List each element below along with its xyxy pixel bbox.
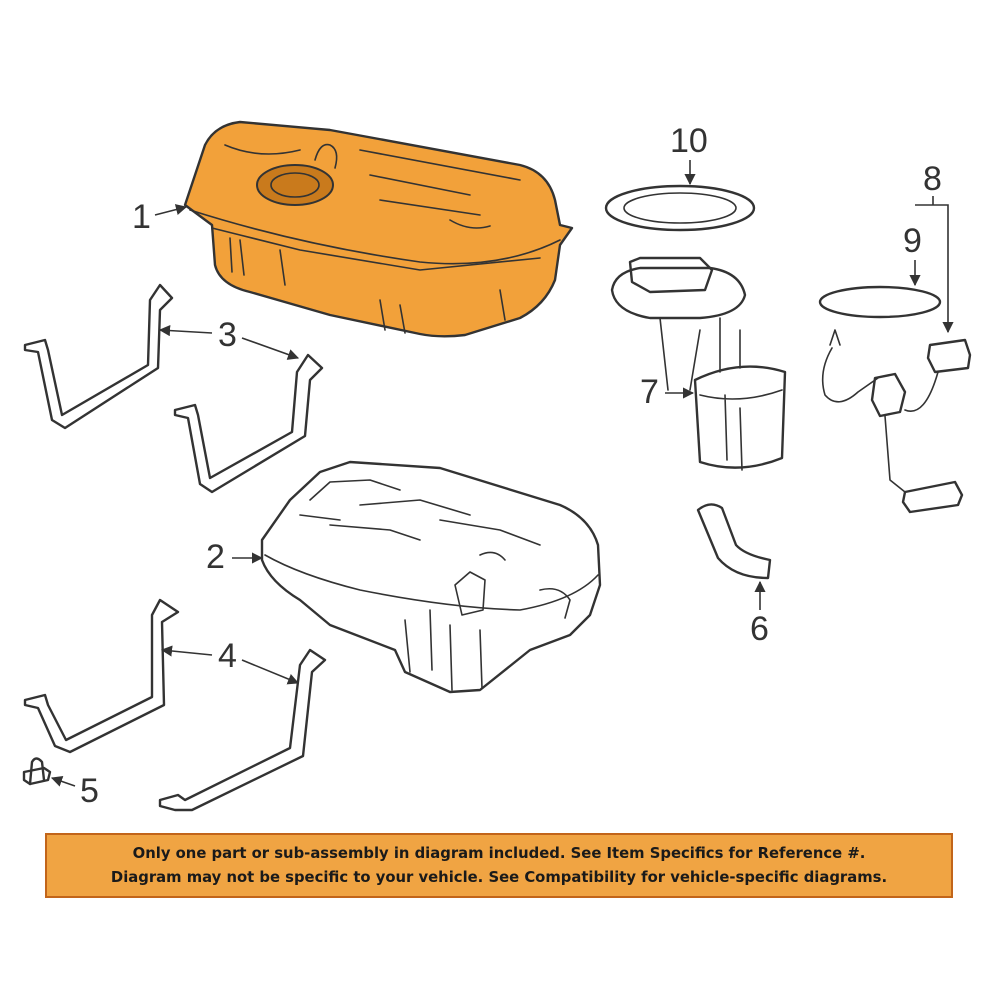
leader-lines bbox=[50, 160, 948, 787]
disclaimer-line-1: Only one part or sub-assembly in diagram… bbox=[132, 844, 866, 862]
callout-7: 7 bbox=[640, 373, 659, 411]
callout-8: 8 bbox=[923, 160, 942, 198]
fuel-tank-highlighted-ridge bbox=[211, 227, 541, 271]
fuel-level-sender-arm bbox=[884, 371, 939, 493]
lock-ring-outer bbox=[604, 184, 756, 232]
callout-3: 3 bbox=[218, 316, 237, 354]
leader-4b bbox=[241, 659, 300, 685]
callout-10: 10 bbox=[670, 122, 708, 160]
fuel-tank-outline[interactable] bbox=[260, 460, 602, 694]
fuel-hose[interactable] bbox=[696, 503, 772, 580]
callout-1: 1 bbox=[132, 198, 151, 236]
tank-strap-lower-left bbox=[23, 598, 180, 754]
leader-5 bbox=[50, 776, 76, 787]
fuel-tank-outline-valves bbox=[454, 571, 571, 619]
sender-seal[interactable] bbox=[818, 285, 942, 319]
fuel-tank-outline-body bbox=[260, 460, 602, 694]
fuel-tank-outline-sump bbox=[404, 609, 483, 691]
fuel-tank-pump-opening-inner bbox=[270, 172, 320, 198]
tank-strap-lower-right bbox=[158, 648, 327, 812]
fuel-tank-pump-opening bbox=[256, 164, 334, 206]
tank-strap-upper[interactable] bbox=[23, 283, 324, 494]
fuel-tank-top-ribs bbox=[224, 144, 521, 229]
fuel-pump-top-fitting bbox=[628, 256, 714, 294]
leader-4a bbox=[160, 645, 213, 657]
sender-seal-ring bbox=[818, 285, 942, 319]
callout-4: 4 bbox=[218, 637, 237, 675]
fuel-pump-rods bbox=[659, 317, 741, 391]
fuel-hose-body bbox=[696, 503, 772, 580]
fuel-tank-highlighted[interactable] bbox=[183, 120, 574, 338]
fuel-level-sender[interactable] bbox=[821, 329, 972, 514]
fuel-tank-highlighted-rim bbox=[189, 209, 561, 265]
leader-1 bbox=[154, 204, 188, 216]
leader-8 bbox=[915, 196, 948, 332]
leader-3a bbox=[158, 324, 213, 337]
callout-5: 5 bbox=[80, 772, 99, 810]
fuel-pump-flange bbox=[610, 266, 747, 320]
tank-strap-upper-left bbox=[23, 283, 174, 430]
disclaimer-line-2: Diagram may not be specific to your vehi… bbox=[110, 868, 888, 886]
fuel-level-sender-float bbox=[901, 480, 964, 514]
fuel-tank-filler-neck bbox=[314, 143, 338, 169]
callout-9: 9 bbox=[903, 222, 922, 260]
strap-bolt[interactable] bbox=[22, 757, 52, 786]
lock-ring[interactable] bbox=[604, 184, 756, 232]
fuel-level-sender-wire bbox=[821, 329, 879, 403]
callout-6: 6 bbox=[750, 610, 769, 648]
lock-ring-inner bbox=[623, 192, 737, 224]
fuel-level-sender-body bbox=[870, 372, 907, 418]
fuel-pump-reservoir bbox=[693, 365, 787, 469]
disclaimer-banner: Only one part or sub-assembly in diagram… bbox=[45, 833, 953, 898]
fuel-tank-outline-rim bbox=[264, 554, 599, 611]
strap-bolt-shank bbox=[28, 757, 46, 786]
fuel-tank-outline-top-detail bbox=[299, 479, 541, 561]
fuel-pump-reservoir-details bbox=[699, 389, 783, 471]
tank-strap-upper-right bbox=[173, 353, 324, 494]
tank-strap-lower[interactable] bbox=[23, 598, 327, 812]
leader-3b bbox=[241, 337, 300, 360]
fuel-pump-module[interactable] bbox=[610, 256, 787, 471]
callout-2: 2 bbox=[206, 538, 225, 576]
fuel-tank-side-ribs bbox=[229, 237, 506, 334]
fuel-level-sender-connector bbox=[926, 338, 972, 374]
strap-bolt-head bbox=[22, 766, 52, 786]
